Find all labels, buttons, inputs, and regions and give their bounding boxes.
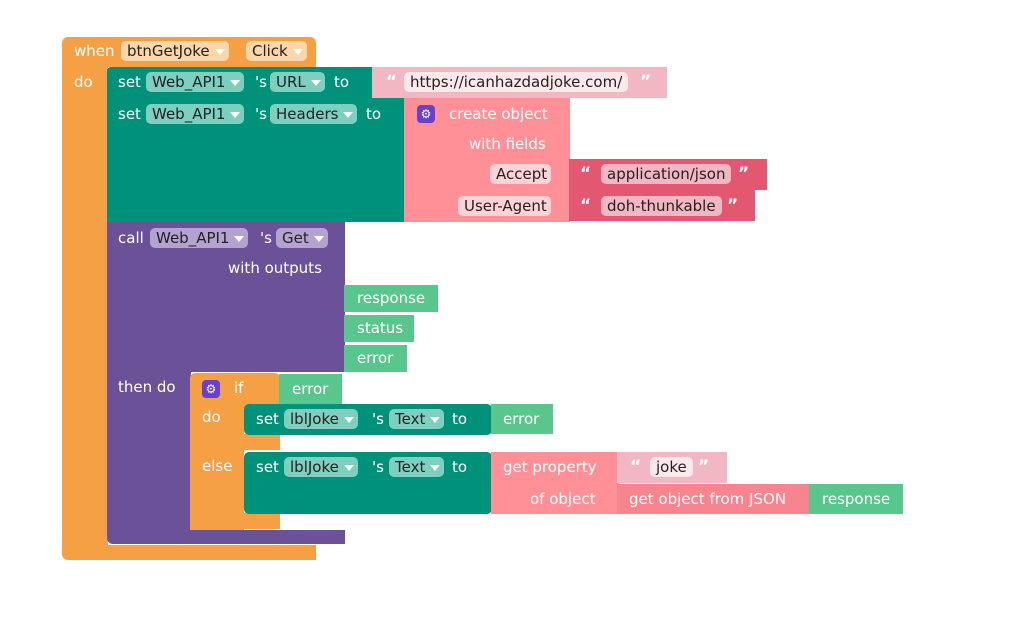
close-quote-icon: ”: [738, 164, 750, 184]
set-url-property-dropdown[interactable]: URL: [270, 72, 325, 92]
set-label: set: [118, 73, 141, 91]
of-object-label: of object: [530, 490, 596, 508]
open-quote-icon: “: [580, 196, 592, 216]
set-headers-property-dropdown[interactable]: Headers: [270, 104, 358, 124]
property-text: Text: [395, 410, 426, 428]
call-component-dropdown[interactable]: Web_API1: [150, 228, 249, 248]
json-parse-label: get object from JSON: [629, 490, 787, 508]
output-status[interactable]: status: [344, 315, 414, 342]
chevron-down-icon: [214, 48, 225, 55]
chevron-down-icon: [430, 464, 441, 471]
output-error[interactable]: error: [344, 345, 407, 372]
if-condition-error[interactable]: error: [279, 374, 342, 404]
set-label: set: [256, 410, 279, 428]
chevron-down-icon: [292, 48, 303, 55]
component-text: Web_API1: [152, 73, 226, 91]
chevron-down-icon: [313, 235, 324, 242]
possessive-label: 's: [372, 410, 384, 428]
then-do-label: then do: [118, 378, 176, 396]
create-object-label: create object: [449, 105, 548, 123]
if-label: if: [234, 379, 244, 397]
component-text: lblJoke: [290, 458, 339, 476]
output-response-label: response: [357, 289, 426, 307]
set-text-joke-component-dropdown[interactable]: lblJoke: [284, 457, 358, 477]
component-text: lblJoke: [290, 410, 339, 428]
to-label: to: [452, 458, 468, 476]
to-label: to: [366, 105, 382, 123]
property-text: Text: [395, 458, 426, 476]
to-label: to: [334, 73, 350, 91]
call-label: call: [118, 229, 144, 247]
event-component-text: btnGetJoke: [127, 42, 210, 60]
chevron-down-icon: [430, 416, 441, 423]
possessive-label: 's: [260, 229, 272, 247]
with-outputs-label: with outputs: [228, 259, 322, 277]
open-quote-icon: “: [580, 164, 592, 184]
joke-text-value[interactable]: joke: [650, 457, 693, 477]
gear-icon[interactable]: ⚙: [417, 105, 435, 123]
if-block-bottom: [190, 513, 280, 529]
chevron-down-icon: [310, 79, 321, 86]
event-name-text: Click: [252, 42, 288, 60]
event-block-bottom: [62, 545, 316, 560]
set-text-error-component-dropdown[interactable]: lblJoke: [284, 409, 358, 429]
call-method-dropdown[interactable]: Get: [276, 228, 328, 248]
to-label: to: [452, 410, 468, 428]
chevron-down-icon: [234, 235, 245, 242]
set-text-error-property-dropdown[interactable]: Text: [389, 409, 445, 429]
event-block-side: [62, 60, 108, 550]
property-text: Headers: [276, 105, 339, 123]
event-component-dropdown[interactable]: btnGetJoke: [121, 41, 229, 61]
accept-value-text[interactable]: application/json: [601, 164, 732, 184]
call-get-side: [107, 370, 191, 535]
response-variable-label: response: [822, 490, 891, 508]
close-quote-icon: ”: [698, 457, 710, 477]
set-label: set: [256, 458, 279, 476]
component-text: Web_API1: [152, 105, 226, 123]
if-condition-label: error: [292, 380, 329, 398]
user-agent-value-text[interactable]: doh-thunkable: [601, 196, 722, 216]
possessive-label: 's: [255, 105, 267, 123]
error-variable-block[interactable]: error: [491, 404, 553, 434]
possessive-label: 's: [372, 458, 384, 476]
chevron-down-icon: [343, 416, 354, 423]
open-quote-icon: “: [630, 457, 642, 477]
possessive-label: 's: [255, 73, 267, 91]
event-name-dropdown[interactable]: Click: [246, 41, 307, 61]
chevron-down-icon: [343, 464, 354, 471]
method-text: Get: [282, 229, 309, 247]
property-text: URL: [276, 73, 306, 91]
output-response[interactable]: response: [344, 285, 438, 312]
get-property-block[interactable]: [491, 452, 619, 514]
error-variable-label: error: [503, 410, 540, 428]
url-text-value[interactable]: https://icanhazdadjoke.com/: [404, 72, 629, 92]
do-label: do: [74, 73, 93, 91]
else-label: else: [202, 457, 233, 475]
close-quote-icon: ”: [640, 72, 652, 92]
open-quote-icon: “: [386, 72, 398, 92]
if-block-mid: [190, 434, 280, 450]
set-headers-component-dropdown[interactable]: Web_API1: [146, 104, 245, 124]
call-get-bottom: [107, 530, 345, 544]
json-parse-block[interactable]: get object from JSON: [617, 484, 811, 514]
when-label: when: [74, 42, 115, 60]
chevron-down-icon: [230, 111, 241, 118]
field-key-accept[interactable]: Accept: [490, 164, 552, 184]
response-variable-block[interactable]: response: [809, 484, 903, 514]
set-url-component-dropdown[interactable]: Web_API1: [146, 72, 245, 92]
get-property-label: get property: [503, 458, 597, 476]
if-block-side: [190, 405, 244, 530]
field-key-user-agent[interactable]: User-Agent: [458, 196, 551, 216]
close-quote-icon: ”: [727, 196, 739, 216]
if-do-label: do: [202, 408, 221, 426]
set-text-joke-property-dropdown[interactable]: Text: [389, 457, 445, 477]
output-error-label: error: [357, 349, 394, 367]
set-label: set: [118, 105, 141, 123]
output-status-label: status: [357, 319, 404, 337]
gear-icon[interactable]: ⚙: [202, 380, 220, 398]
chevron-down-icon: [230, 79, 241, 86]
component-text: Web_API1: [156, 229, 230, 247]
chevron-down-icon: [343, 111, 354, 118]
with-fields-label: with fields: [469, 135, 546, 153]
